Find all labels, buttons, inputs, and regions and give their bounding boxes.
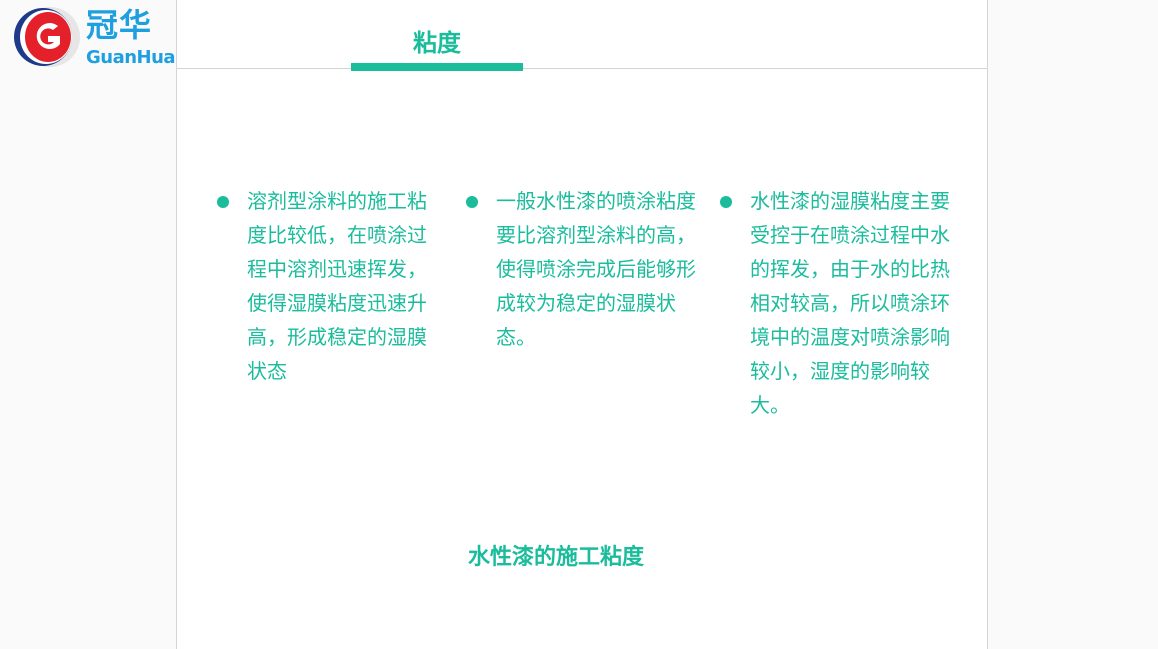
logo-english-text: GuanHua [86,47,176,68]
guanhua-g-logo-icon [14,7,80,67]
page-title: 粘度 [413,29,461,57]
slide-subtitle: 水性漆的施工粘度 [467,545,644,570]
title-accent-bar [351,63,523,71]
header-divider [176,68,987,69]
bullet-dot-icon [720,196,732,208]
bullet-text: 水性漆的湿膜粘度主要受控于在喷涂过程中水的挥发，由于水的比热相对较高，所以喷涂环… [750,189,950,417]
bullet-dot-icon [466,196,478,208]
slide-content-panel [176,0,988,649]
bullet-dot-icon [217,196,229,208]
bullet-text: 一般水性漆的喷涂粘度要比溶剂型涂料的高，使得喷涂完成后能够形成较为稳定的湿膜状态… [496,189,696,349]
bullet-text: 溶剂型涂料的施工粘度比较低，在喷涂过程中溶剂迅速挥发，使得湿膜粘度迅速升高，形成… [247,189,427,383]
guanhua-logo: 冠华 GuanHua [8,4,176,70]
logo-chinese-text: 冠华 [86,6,153,44]
